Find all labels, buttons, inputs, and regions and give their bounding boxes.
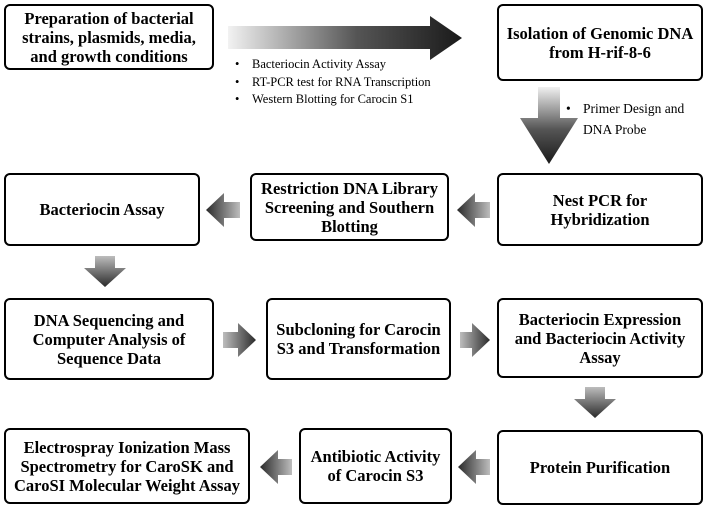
note-bacteriocin-activity-assay: Bacteriocin Activity Assay	[232, 56, 431, 74]
box-antibiotic: Antibiotic Activity of Carocin S3	[299, 428, 452, 504]
box-preparation: Preparation of bacterial strains, plasmi…	[4, 4, 214, 70]
arrow-isolation-to-nest-pcr	[520, 87, 578, 164]
arrow-nest-pcr-to-restriction	[457, 193, 490, 227]
note-western-blotting: Western Blotting for Carocin S1	[232, 91, 431, 109]
arrow-preparation-to-isolation	[228, 16, 462, 60]
box-electrospray: Electrospray Ionization Mass Spectrometr…	[4, 428, 250, 504]
arrow-subcloning-to-expression	[460, 323, 490, 357]
box-bacteriocin-assay: Bacteriocin Assay	[4, 173, 200, 246]
box-restriction: Restriction DNA Library Screening and So…	[250, 173, 449, 241]
box-expression: Bacteriocin Expression and Bacteriocin A…	[497, 298, 703, 378]
box-dna-sequencing: DNA Sequencing and Computer Analysis of …	[4, 298, 214, 380]
arrow-expression-to-protein-purification	[574, 387, 616, 418]
arrow-restriction-to-bacteriocin-assay	[206, 193, 240, 227]
arrow-dna-sequencing-to-subcloning	[223, 323, 256, 357]
top-arrow-notes: Bacteriocin Activity Assay RT-PCR test f…	[232, 56, 431, 109]
box-subcloning: Subcloning for Carocin S3 and Transforma…	[266, 298, 451, 380]
note-rt-pcr: RT-PCR test for RNA Transcription	[232, 74, 431, 92]
box-isolation: Isolation of Genomic DNA from H-rif-8-6	[497, 4, 703, 81]
arrow-protein-purification-to-antibiotic	[458, 450, 490, 484]
box-nest-pcr: Nest PCR for Hybridization	[497, 173, 703, 246]
arrow-antibiotic-to-electrospray	[260, 450, 292, 484]
box-protein-purification: Protein Purification	[497, 430, 703, 505]
arrow-bacteriocin-assay-to-dna-sequencing	[84, 256, 126, 287]
note-primer-design: Primer Design and DNA Probe	[563, 98, 709, 140]
down-arrow-notes: Primer Design and DNA Probe	[563, 98, 709, 140]
